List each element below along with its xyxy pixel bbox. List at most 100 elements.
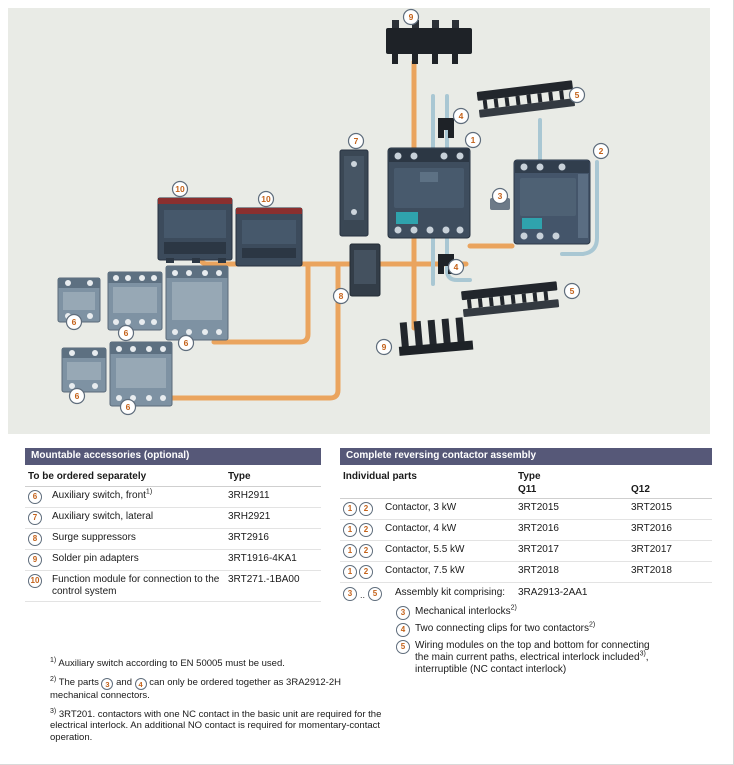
row-type-q11: 3RT2015 bbox=[518, 502, 559, 513]
row-type-q12: 3RT2018 bbox=[631, 565, 672, 576]
table-row: 9 Solder pin adapters 3RT1916-4KA1 bbox=[25, 550, 321, 571]
callout-3: 3 bbox=[101, 678, 114, 691]
row-label: Contactor, 5.5 kW bbox=[385, 544, 465, 555]
callout-1: 1 bbox=[343, 502, 357, 516]
diagram-callout-2: 2 bbox=[592, 142, 610, 160]
row-label: Contactor, 7.5 kW bbox=[385, 565, 465, 576]
row-type-q11: 3RT2017 bbox=[518, 544, 559, 555]
footnote-3: 3) 3RT201. contactors with one NC contac… bbox=[50, 707, 382, 743]
diagram-callout-9: 9 bbox=[375, 338, 393, 356]
surge-suppressor bbox=[349, 243, 381, 297]
connecting-clip-top bbox=[438, 118, 454, 138]
callout-3: 3 bbox=[343, 587, 357, 601]
aux-switch-front-c bbox=[165, 265, 229, 341]
contactor-q11 bbox=[387, 147, 471, 239]
kit-item: 5 Wiring modules on the top and bottom f… bbox=[396, 640, 664, 676]
svg-text:10: 10 bbox=[261, 194, 271, 204]
svg-text:10: 10 bbox=[175, 184, 185, 194]
callout-2: 2 bbox=[359, 523, 373, 537]
callout-10: 10 bbox=[28, 574, 42, 588]
aux-switch-lateral bbox=[339, 149, 369, 237]
svg-text:5: 5 bbox=[570, 286, 575, 296]
row-type: 3RH2921 bbox=[228, 511, 271, 522]
svg-text:6: 6 bbox=[75, 391, 80, 401]
callout-7: 7 bbox=[28, 511, 42, 525]
diagram-callout-5: 5 bbox=[568, 86, 586, 104]
callout-6: 6 bbox=[28, 490, 42, 504]
callout-5: 5 bbox=[368, 587, 383, 601]
svg-text:6: 6 bbox=[126, 402, 131, 412]
assembly-column-headers: Individual parts Type Q11 Q12 bbox=[340, 465, 712, 499]
wiring-module-top bbox=[476, 80, 575, 118]
row-type-q12: 3RT2017 bbox=[631, 544, 672, 555]
svg-text:6: 6 bbox=[184, 338, 189, 348]
callout-2: 2 bbox=[359, 565, 373, 579]
row-type-q11: 3RT2018 bbox=[518, 565, 559, 576]
callout-range-dots: .. bbox=[360, 590, 366, 600]
aux-switch-front-a bbox=[57, 277, 101, 323]
kit-item: 3 Mechanical interlocks2) bbox=[396, 605, 664, 620]
row-label: Surge suppressors bbox=[52, 532, 136, 543]
kit-item: 4 Two connecting clips for two contactor… bbox=[396, 622, 664, 637]
function-module-small bbox=[235, 207, 303, 267]
svg-text:8: 8 bbox=[339, 291, 344, 301]
row-label: Solder pin adapters bbox=[52, 553, 139, 564]
row-label: Contactor, 3 kW bbox=[385, 502, 457, 513]
accessories-table: Mountable accessories (optional) To be o… bbox=[25, 448, 381, 743]
callout-4: 4 bbox=[134, 678, 147, 691]
aux-switch-front-b bbox=[107, 271, 163, 331]
col-header-individual-parts: Individual parts bbox=[343, 471, 417, 482]
col-header-type: Type bbox=[518, 471, 541, 482]
table-row: 10 Function module for connection to the… bbox=[25, 571, 321, 602]
tables-area: Mountable accessories (optional) To be o… bbox=[0, 448, 733, 764]
diagram-callout-6: 6 bbox=[177, 334, 195, 352]
wiring-module-bottom bbox=[461, 281, 560, 318]
assembly-table-title: Complete reversing contactor assembly bbox=[340, 448, 712, 465]
diagram-callout-8: 8 bbox=[332, 287, 350, 305]
svg-text:6: 6 bbox=[124, 328, 129, 338]
diagram-callout-4: 4 bbox=[452, 107, 470, 125]
svg-text:1: 1 bbox=[471, 135, 476, 145]
callout-cell: 6 bbox=[28, 490, 52, 504]
row-label: Function module for connection to the co… bbox=[52, 574, 220, 597]
row-type-q11: 3RT2016 bbox=[518, 523, 559, 534]
row-label: Assembly kit comprising: bbox=[395, 587, 506, 598]
row-type: 3RT271.-1BA00 bbox=[228, 574, 300, 585]
callout-2: 2 bbox=[359, 502, 373, 516]
diagram-callout-6: 6 bbox=[68, 387, 86, 405]
col-header-ordered-separately: To be ordered separately bbox=[28, 471, 147, 482]
diagram-callout-6: 6 bbox=[117, 324, 135, 342]
callout-cell: 7 bbox=[28, 511, 52, 525]
row-type-q12: 3RT2015 bbox=[631, 502, 672, 513]
callout-9: 9 bbox=[28, 553, 42, 567]
callout-cell: 8 bbox=[28, 532, 52, 546]
svg-text:5: 5 bbox=[575, 90, 580, 100]
kit-item-label: Wiring modules on the top and bottom for… bbox=[415, 640, 650, 675]
diagram-callout-5: 5 bbox=[563, 282, 581, 300]
diagram-callout-6: 6 bbox=[65, 313, 83, 331]
row-type-q12: 3RT2016 bbox=[631, 523, 672, 534]
contactor-q12 bbox=[513, 159, 591, 245]
table-row: 8 Surge suppressors 3RT2916 bbox=[25, 529, 321, 550]
svg-text:9: 9 bbox=[409, 12, 414, 22]
svg-text:3: 3 bbox=[498, 191, 503, 201]
row-label: Auxiliary switch, lateral bbox=[52, 511, 154, 522]
svg-text:4: 4 bbox=[454, 262, 459, 272]
svg-text:4: 4 bbox=[459, 111, 464, 121]
diagram-callout-3: 3 bbox=[491, 187, 509, 205]
callout-2: 2 bbox=[359, 544, 373, 558]
assembly-kit-row: 3 .. 5 Assembly kit comprising: 3RA2913-… bbox=[340, 583, 712, 603]
row-label: Auxiliary switch, front1) bbox=[52, 488, 153, 501]
accessories-column-headers: To be ordered separately Type bbox=[25, 465, 321, 487]
aux-switch-front-d bbox=[61, 347, 107, 393]
